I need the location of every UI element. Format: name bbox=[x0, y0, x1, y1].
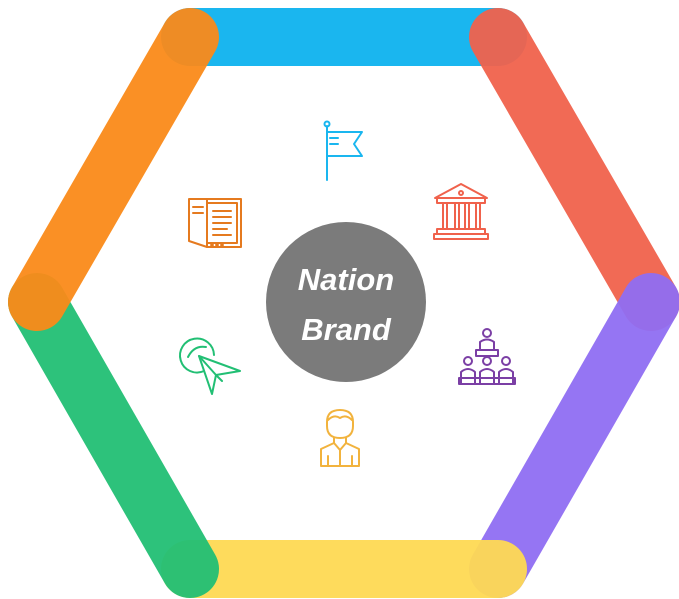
center-circle bbox=[266, 222, 426, 382]
flag-icon bbox=[323, 120, 363, 181]
paper-plane-icon bbox=[179, 337, 241, 395]
people-hierarchy-icon bbox=[458, 328, 516, 385]
hexagon-side-upper-left bbox=[8, 8, 219, 331]
person-icon bbox=[320, 409, 360, 467]
hexagon-frame bbox=[8, 8, 679, 598]
hexagon-side-upper-right bbox=[469, 8, 679, 331]
center-title-line-2: Brand bbox=[301, 312, 392, 347]
hexagon-side-lower-right bbox=[469, 273, 679, 598]
government-building-icon bbox=[433, 183, 489, 240]
hexagon-side-lower-left bbox=[8, 273, 219, 598]
document-book-icon bbox=[188, 198, 242, 248]
center-title-line-1: Nation bbox=[298, 262, 394, 297]
